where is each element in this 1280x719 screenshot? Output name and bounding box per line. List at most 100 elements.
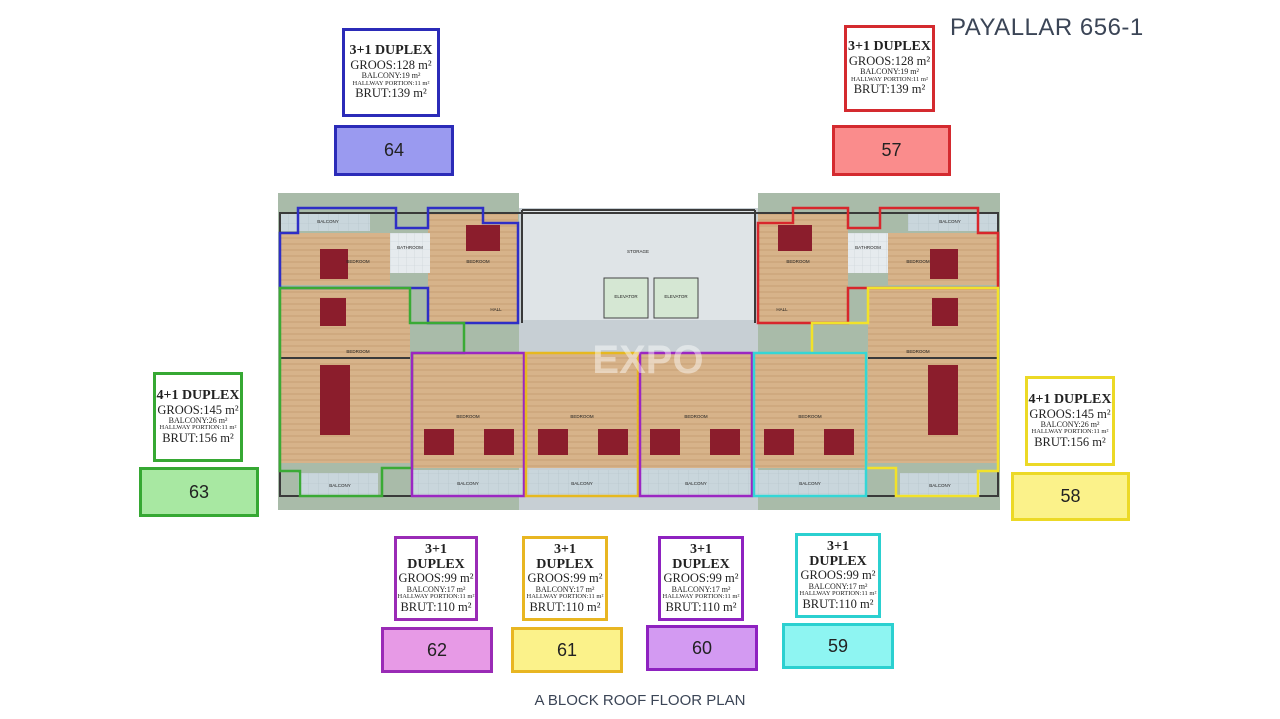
label-bedroom: BEDROOM — [570, 414, 594, 419]
floor-plan: STORAGE ELEVATOR ELEVATOR BEDROOM BEDROO… — [278, 193, 1000, 510]
room-elevator — [603, 277, 649, 319]
unit-gross: GROOS:145 m² — [157, 402, 239, 417]
unit-hallway: HALLWAY PORTION:11 m² — [526, 592, 604, 600]
room-balcony — [412, 470, 524, 496]
label-bedroom: BEDROOM — [346, 349, 370, 354]
unit-number-58[interactable]: 58 — [1011, 472, 1130, 521]
info-card-59: 3+1 DUPLEX GROOS:99 m² BALCONY:17 m² HAL… — [795, 533, 881, 618]
label-hall: HALL — [490, 307, 502, 312]
unit-type: 3+1 DUPLEX — [536, 542, 594, 572]
label-elevator: ELEVATOR — [614, 294, 638, 299]
label-balcony: BALCONY — [799, 481, 821, 486]
room-balcony — [908, 213, 998, 231]
outline-unit-62 — [410, 351, 526, 498]
unit-type: 3+1 DUPLEX — [349, 43, 433, 59]
label-balcony: BALCONY — [939, 219, 961, 224]
room-elevator — [653, 277, 699, 319]
unit-hallway: HALLWAY PORTION:11 m² — [159, 424, 237, 432]
label-bedroom: BEDROOM — [906, 349, 930, 354]
info-card-61: 3+1 DUPLEX GROOS:99 m² BALCONY:17 m² HAL… — [522, 536, 608, 621]
unit-balcony: BALCONY:19 m² — [860, 67, 919, 77]
unit-balcony: BALCONY:17 m² — [535, 584, 595, 594]
unit-number-61[interactable]: 61 — [511, 627, 623, 673]
unit-brut: BRUT:139 m² — [853, 82, 926, 97]
info-card-58: 4+1 DUPLEX GROOS:145 m² BALCONY:26 m² HA… — [1025, 376, 1115, 466]
unit-brut: BRUT:156 m² — [162, 430, 234, 445]
unit-brut: BRUT:110 m² — [802, 596, 874, 611]
label-balcony: BALCONY — [329, 483, 351, 488]
unit-type: 3+1 DUPLEX — [672, 542, 730, 572]
label-balcony: BALCONY — [685, 481, 707, 486]
unit-gross: GROOS:99 m² — [663, 571, 739, 586]
unit-number-57[interactable]: 57 — [832, 125, 951, 176]
info-card-57: 3+1 DUPLEX GROOS:128 m² BALCONY:19 m² HA… — [844, 25, 935, 112]
unit-gross: GROOS:99 m² — [527, 571, 603, 586]
unit-hallway: HALLWAY PORTION:11 m² — [662, 592, 740, 600]
label-bedroom: BEDROOM — [466, 259, 490, 264]
unit-gross: GROOS:99 m² — [800, 568, 876, 583]
label-hall: HALL — [776, 307, 788, 312]
unit-gross: GROOS:128 m² — [350, 58, 432, 73]
floor-plan-drawing: STORAGE ELEVATOR ELEVATOR BEDROOM BEDROO… — [278, 193, 1000, 510]
unit-number-59[interactable]: 59 — [782, 623, 894, 669]
room-balcony — [280, 213, 370, 231]
label-bedroom: BEDROOM — [786, 259, 810, 264]
unit-balcony: BALCONY:17 m² — [406, 584, 466, 594]
unit-hallway: HALLWAY PORTION:11 m² — [352, 79, 430, 87]
unit-balcony: BALCONY:26 m² — [168, 415, 228, 425]
unit-type: 3+1 DUPLEX — [407, 542, 465, 572]
unit-type: 4+1 DUPLEX — [1028, 391, 1112, 407]
unit-brut: BRUT:156 m² — [1034, 434, 1106, 449]
outline-unit-64 — [278, 206, 520, 325]
info-card-63: 4+1 DUPLEX GROOS:145 m² BALCONY:26 m² HA… — [153, 372, 243, 462]
label-storage: STORAGE — [627, 249, 649, 254]
unit-balcony: BALCONY:17 m² — [671, 584, 731, 594]
unit-hallway: HALLWAY PORTION:11 m² — [799, 589, 877, 597]
unit-number-62[interactable]: 62 — [381, 627, 493, 673]
unit-balcony: BALCONY:26 m² — [1040, 419, 1100, 429]
label-balcony: BALCONY — [929, 483, 951, 488]
info-card-60: 3+1 DUPLEX GROOS:99 m² BALCONY:17 m² HAL… — [658, 536, 744, 621]
label-bedroom: BEDROOM — [684, 414, 708, 419]
label-bathroom: BATHROOM — [855, 245, 881, 250]
unit-type: 3+1 DUPLEX — [809, 539, 867, 569]
room-balcony — [526, 470, 638, 496]
unit-hallway: HALLWAY PORTION:11 m² — [1031, 428, 1109, 436]
outline-unit-60 — [638, 351, 754, 498]
label-bedroom: BEDROOM — [906, 259, 930, 264]
unit-number-64[interactable]: 64 — [334, 125, 454, 176]
unit-type: 3+1 DUPLEX — [847, 39, 932, 55]
label-bedroom: BEDROOM — [456, 414, 480, 419]
unit-hallway: HALLWAY PORTION:11 m² — [397, 592, 475, 600]
unit-gross: GROOS:99 m² — [398, 571, 474, 586]
room-bathroom — [848, 233, 888, 273]
unit-hallway: HALLWAY PORTION:11 m² — [851, 75, 928, 83]
label-elevator: ELEVATOR — [664, 294, 688, 299]
unit-type: 4+1 DUPLEX — [156, 387, 240, 403]
unit-brut: BRUT:139 m² — [355, 86, 427, 101]
unit-number-63[interactable]: 63 — [139, 467, 259, 517]
info-card-62: 3+1 DUPLEX GROOS:99 m² BALCONY:17 m² HAL… — [394, 536, 478, 621]
unit-number-60[interactable]: 60 — [646, 625, 758, 671]
page-title: PAYALLAR 656-1 — [950, 14, 1144, 41]
room-balcony — [900, 473, 980, 495]
unit-balcony: BALCONY:17 m² — [808, 581, 868, 591]
label-bathroom: BATHROOM — [397, 245, 423, 250]
unit-brut: BRUT:110 m² — [400, 599, 472, 614]
unit-balcony: BALCONY:19 m² — [361, 71, 421, 81]
label-bedroom: BEDROOM — [346, 259, 370, 264]
label-balcony: BALCONY — [457, 481, 479, 486]
unit-gross: GROOS:128 m² — [848, 54, 931, 69]
unit-gross: GROOS:145 m² — [1029, 406, 1111, 421]
outline-unit-57 — [756, 206, 1000, 325]
label-bedroom: BEDROOM — [798, 414, 822, 419]
info-card-64: 3+1 DUPLEX GROOS:128 m² BALCONY:19 m² HA… — [342, 28, 440, 117]
unit-brut: BRUT:110 m² — [665, 599, 737, 614]
room-balcony — [754, 470, 866, 496]
beds — [320, 225, 958, 455]
room-balcony — [640, 470, 752, 496]
outline-unit-61 — [524, 351, 640, 498]
label-balcony: BALCONY — [317, 219, 339, 224]
room-balcony — [298, 473, 378, 495]
watermark: EXPO — [592, 338, 703, 382]
